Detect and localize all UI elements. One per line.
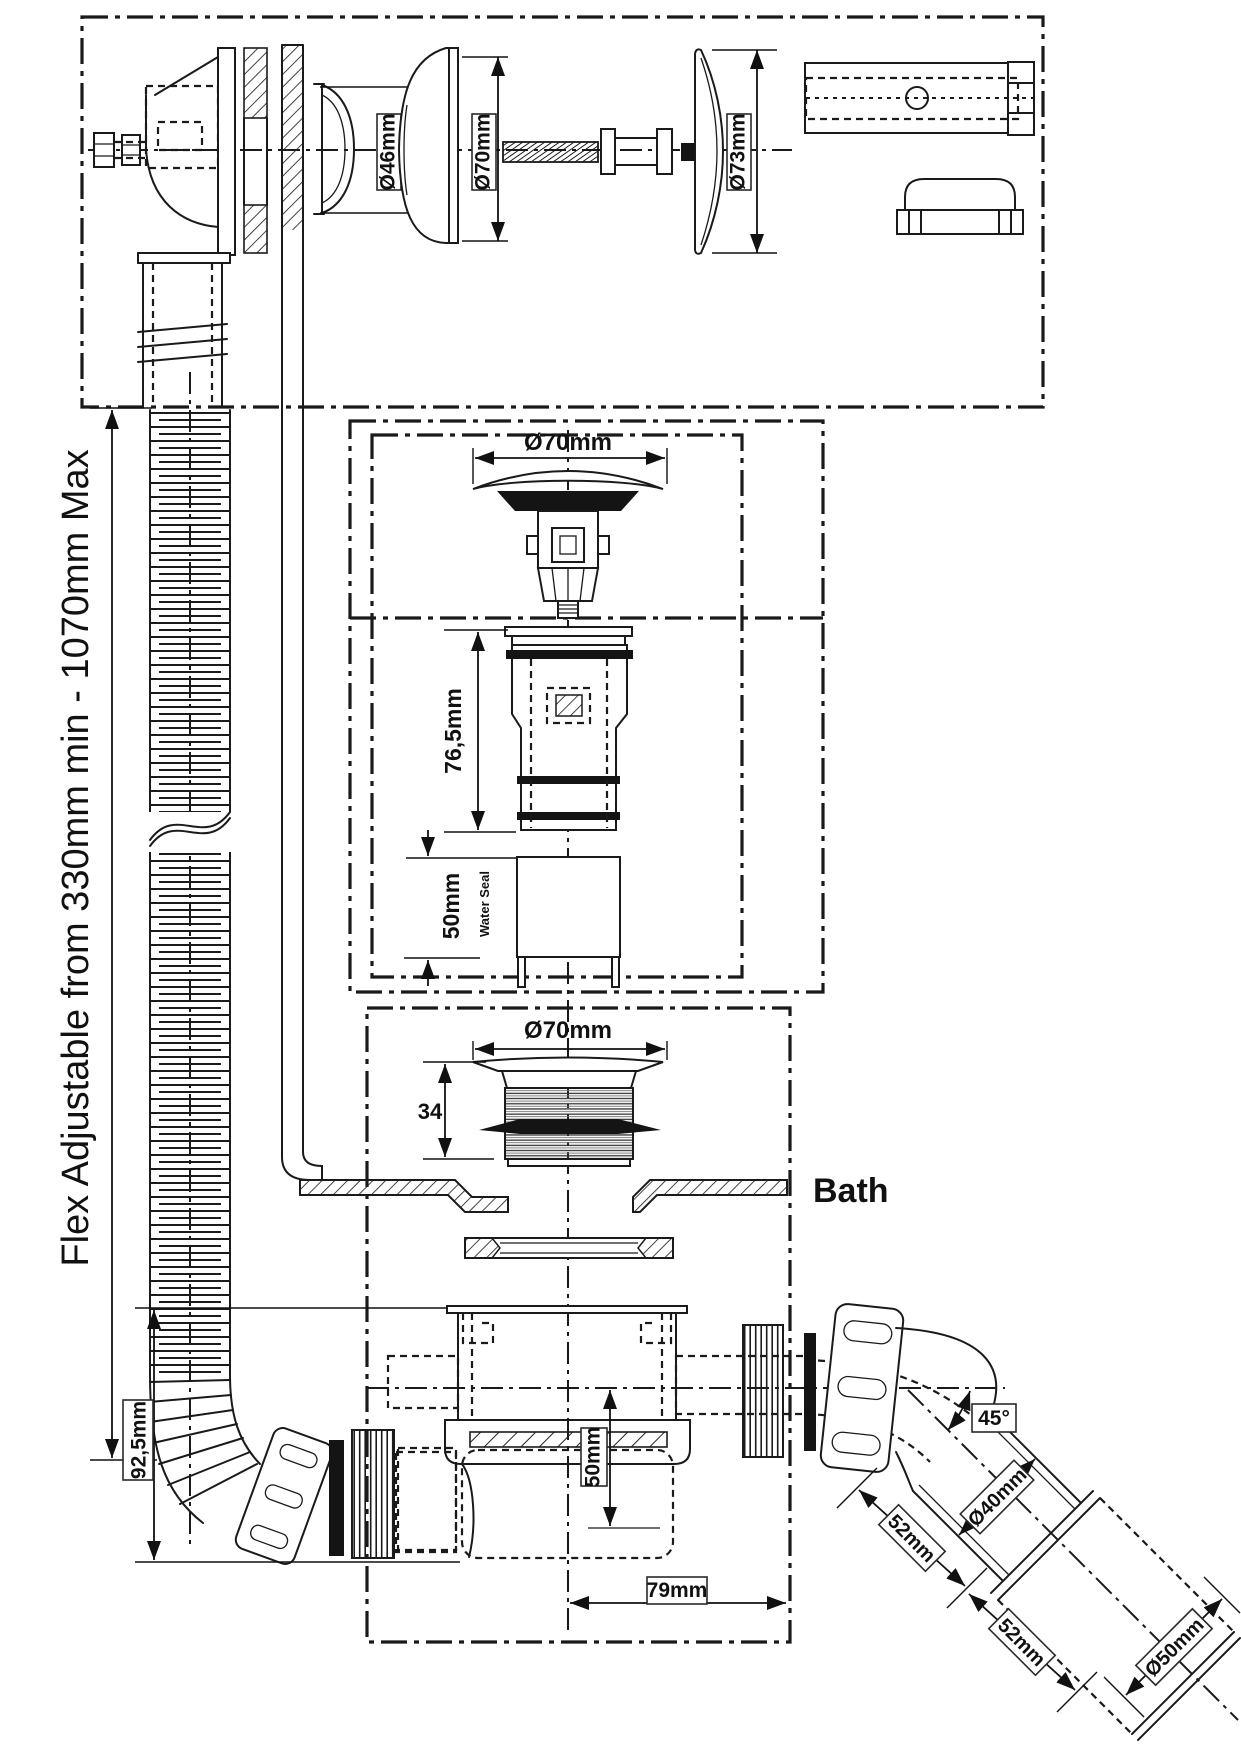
- water-seal-caption: Water Seal: [477, 871, 492, 937]
- inlet-thread-nut: [351, 1429, 395, 1559]
- trap-outlet-hardware: [742, 1303, 905, 1473]
- plug-cap: [472, 470, 664, 490]
- dim-trap-height: 92,5mm: [122, 1307, 460, 1563]
- water-seal: 50mm Water Seal: [404, 830, 621, 988]
- overflow-dome-cover: [694, 48, 725, 255]
- dim-trap-offset: 79mm: [570, 1576, 786, 1610]
- trap-outlet-hidden: [674, 1354, 808, 1416]
- overflow-cap: [896, 178, 1024, 235]
- dim-label-trap-water: 50mm: [582, 1427, 605, 1488]
- bath-floor-right: [632, 1179, 788, 1213]
- dim-overflow-cover: Ø73mm: [712, 49, 777, 254]
- dim-label-flange-dia: Ø70mm: [524, 1017, 612, 1044]
- dim-label-waste-height: 76,5mm: [440, 688, 466, 774]
- waste-detail-box: [365, 1006, 792, 1644]
- dim-outlet-dia: Ø40mm: [958, 1458, 1036, 1536]
- dim-trap-water: 50mm: [580, 1390, 617, 1526]
- overflow-face-plate: [217, 47, 236, 256]
- dim-overflow-rosette: Ø70mm: [462, 56, 508, 242]
- dim-waste-height: 76,5mm: [440, 629, 516, 833]
- inlet-gasket: [329, 1440, 344, 1556]
- dim-flange-thread: 34: [418, 1061, 494, 1160]
- dim-label-seal-dia: Ø46mm: [377, 113, 400, 190]
- outlet-45-elbow: [895, 1327, 1241, 1741]
- plug-detail-box-inner: [370, 433, 744, 979]
- waste-grid-detail: [555, 694, 583, 717]
- bath-cross-section: [281, 44, 788, 1213]
- dim-label-flange-thread: 34: [418, 1099, 443, 1124]
- dim-label-trap-height: 92,5mm: [128, 1401, 151, 1479]
- flex-overflow-pipe: [147, 409, 334, 1565]
- overflow-screw-tip: [681, 143, 697, 161]
- overflow-seal: [313, 83, 356, 215]
- water-seal-cup: [516, 856, 621, 958]
- bath-floor-left: [299, 1179, 509, 1213]
- waste-oring-3: [517, 812, 620, 820]
- flex-bend: [148, 1374, 261, 1524]
- flange-rubber-washer: [479, 1119, 661, 1134]
- overflow-gasket-bottom: [243, 204, 268, 254]
- dim-label-outlet-dia: Ø40mm: [964, 1464, 1031, 1531]
- outlet-45-centerline: [907, 1389, 1239, 1721]
- overflow-exploded-parts: Ø46mm Ø70mm Ø73mm: [313, 47, 1036, 255]
- overflow-body: [93, 47, 268, 408]
- dim-label-outlet-angle: 45°: [978, 1407, 1010, 1430]
- dim-outlet-len-b: 52mm: [968, 1593, 1098, 1713]
- trap-screw-plate: [469, 1431, 668, 1448]
- dim-label-seal-depth: 50mm: [438, 873, 464, 939]
- dim-label-outlet-end-dia: Ø50mm: [1141, 1614, 1208, 1681]
- waste-flange: Ø70mm: [472, 1017, 668, 1167]
- overflow-spacer-set: [600, 128, 673, 175]
- waste-oring-1: [506, 650, 633, 659]
- outlet-swivel-nut: [819, 1303, 905, 1473]
- trap-inlet-hardware: [329, 1429, 458, 1559]
- overflow-outlet-body: [804, 61, 1036, 136]
- outlet-thread: [742, 1324, 784, 1458]
- dim-label-trap-offset: 79mm: [647, 1579, 708, 1602]
- overflow-gasket-top: [243, 47, 268, 119]
- dim-flex-length: Flex Adjustable from 330mm min - 1070mm …: [55, 407, 157, 1461]
- dim-label-rosette-dia: Ø70mm: [472, 113, 495, 190]
- waste-oring-2: [517, 776, 620, 784]
- outlet-gasket: [804, 1333, 816, 1451]
- dim-outlet-angle: 45°: [947, 1390, 1017, 1433]
- flex-adjustable-label: Flex Adjustable from 330mm min - 1070mm …: [55, 449, 97, 1266]
- popup-plug: Ø70mm: [472, 429, 668, 619]
- detail-frame-boxes: [80, 15, 1045, 1644]
- dim-label-plug-dia: Ø70mm: [524, 429, 612, 456]
- trap-lower-chamber: [460, 1448, 675, 1560]
- plug-seal-cone: [497, 491, 639, 511]
- overflow-screw-rod: [502, 141, 599, 163]
- flex-swivel-nut: [234, 1427, 334, 1565]
- bath-label: Bath: [813, 1172, 889, 1210]
- trap-inlet-hidden: [386, 1354, 460, 1410]
- bottom-washer: [464, 1237, 674, 1259]
- waste-body: [504, 626, 633, 831]
- plug-detail-box-outer: [348, 419, 825, 994]
- dim-label-cover-dia: Ø73mm: [727, 113, 750, 190]
- overflow-rosette: [397, 47, 459, 244]
- bath-wall-hatch: [282, 45, 303, 230]
